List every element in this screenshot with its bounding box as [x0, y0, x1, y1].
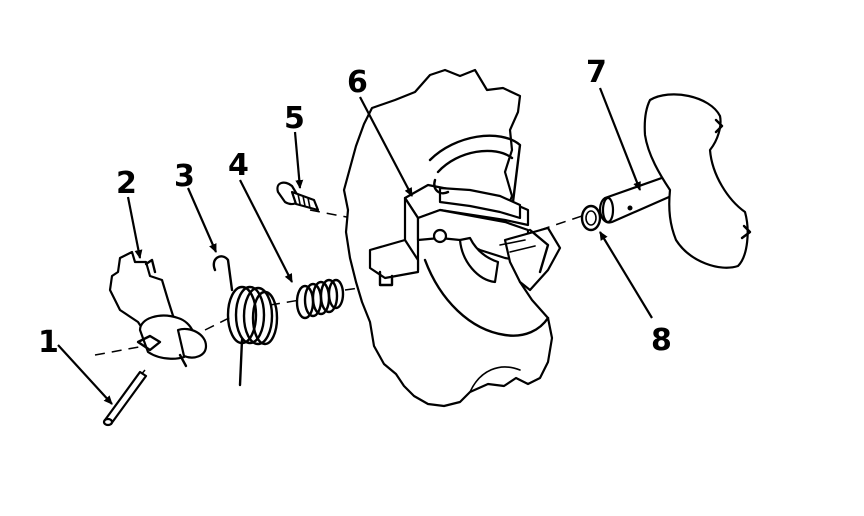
callout-2: 2 — [116, 166, 137, 201]
leader-4 — [239, 179, 293, 283]
leader-1 — [57, 344, 113, 405]
callout-5: 5 — [284, 101, 305, 136]
part-7-knob — [599, 93, 752, 269]
leader-2 — [126, 196, 143, 259]
leader-5 — [293, 131, 304, 189]
part-6-housing — [342, 68, 562, 408]
part-5-screw — [276, 181, 320, 212]
part-8-ring — [580, 204, 602, 232]
part-2-cam — [108, 250, 208, 368]
leader-7 — [598, 87, 642, 191]
leader-lines — [57, 87, 653, 405]
part-4-spring — [295, 278, 345, 320]
callout-7: 7 — [586, 55, 607, 90]
callout-3: 3 — [174, 159, 195, 194]
part-3-torsion-spring — [212, 255, 279, 387]
part-1-pin — [102, 370, 148, 427]
callout-1: 1 — [38, 325, 59, 360]
leader-6 — [359, 96, 413, 197]
callout-8: 8 — [651, 323, 672, 358]
leader-8 — [599, 231, 653, 319]
callout-4: 4 — [228, 148, 249, 183]
callout-6: 6 — [347, 65, 368, 100]
leader-3 — [186, 187, 218, 253]
